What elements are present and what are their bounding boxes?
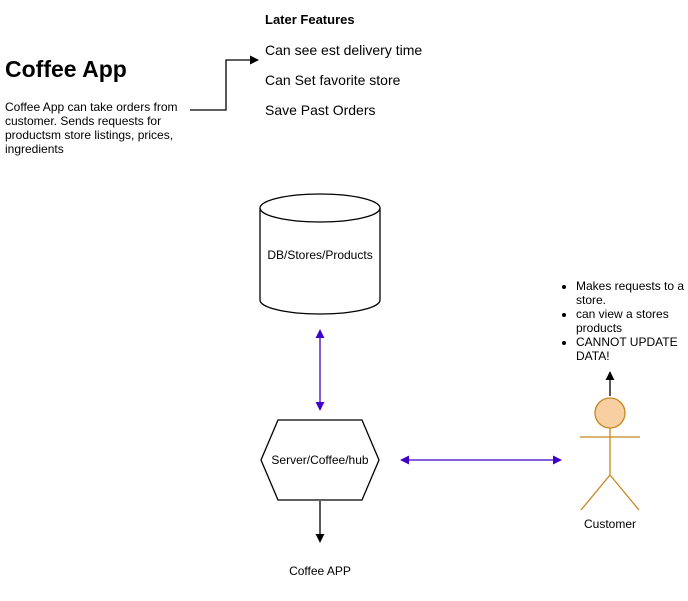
description-to-features-arrow[interactable] xyxy=(190,55,259,111)
customer-notes-list: Makes requests to a store. can view a st… xyxy=(562,279,688,363)
app-title: Coffee App xyxy=(5,56,127,82)
coffee-app-label: Coffee APP xyxy=(289,564,351,578)
customer-note-item: CANNOT UPDATE DATA! xyxy=(576,335,688,363)
app-description: Coffee App can take orders from customer… xyxy=(5,100,178,156)
server-hexagon[interactable] xyxy=(260,419,380,501)
customer-actor[interactable] xyxy=(580,397,640,511)
later-feature-item: Can see est delivery time xyxy=(265,42,423,58)
server-label: Server/Coffee/hub xyxy=(271,453,369,467)
later-features-heading: Later Features xyxy=(265,12,355,27)
database-label: DB/Stores/Products xyxy=(267,248,373,262)
customer-note-item: can view a stores products xyxy=(576,307,688,335)
database-cylinder[interactable] xyxy=(259,193,381,315)
customer-label: Customer xyxy=(583,517,636,531)
later-feature-item: Save Past Orders xyxy=(265,102,376,118)
customer-note-item: Makes requests to a store. xyxy=(576,279,688,307)
later-feature-item: Can Set favorite store xyxy=(265,72,401,88)
